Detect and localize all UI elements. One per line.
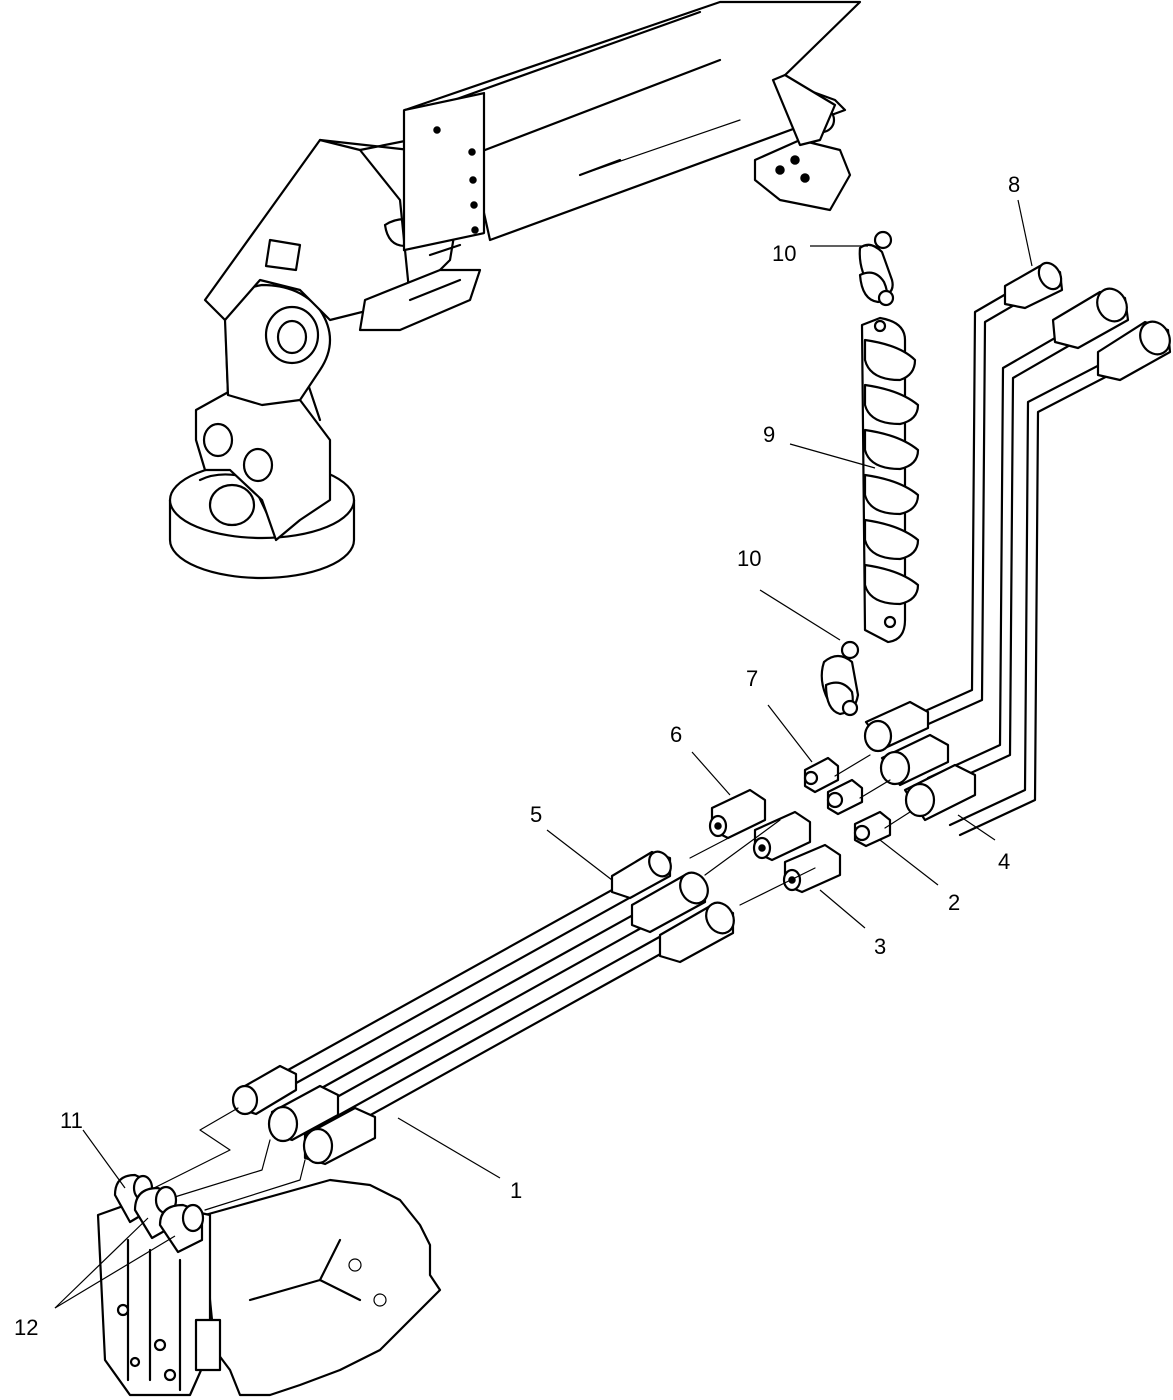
- hose-5-lower-fitting: [231, 1064, 298, 1116]
- hose-b-end-fitting: [1051, 287, 1130, 350]
- hose-mid-lower-fitting: [267, 1084, 340, 1143]
- hose-1-lower-fitting: [302, 1106, 377, 1166]
- hose-low-upper-fitting: [658, 901, 735, 964]
- callout-2: 2: [948, 890, 960, 915]
- hose-mid-upper-fitting: [630, 871, 709, 934]
- callout-1: 1: [510, 1178, 522, 1203]
- callout-8: 8: [1008, 172, 1020, 197]
- coupling-6a: [708, 788, 767, 840]
- hose-c-lower-fitting: [903, 763, 977, 822]
- callout-6: 6: [670, 722, 682, 747]
- spiral-hose-guard: [860, 316, 920, 644]
- hose-end-fittings-upper: [863, 261, 1172, 822]
- hose-5-upper-fitting: [610, 850, 672, 900]
- boom-link-arm: [358, 243, 482, 332]
- hose-8-lower-fitting: [863, 700, 930, 753]
- hose-end-fittings-lower: [231, 850, 735, 1166]
- adapter-2: [853, 810, 892, 848]
- callout-9: 9: [763, 422, 775, 447]
- alignment-guide-lines: [129, 754, 911, 1211]
- hose-8-end-fitting: [1003, 261, 1064, 310]
- elbow-fitting-12b: [158, 1203, 205, 1254]
- coupling-3: [782, 843, 842, 894]
- boom-end-bracket: [753, 73, 852, 212]
- callout-3: 3: [874, 934, 886, 959]
- control-valve-block: [203, 1178, 442, 1397]
- adapter-7a: [803, 756, 840, 794]
- callout-5: 5: [530, 802, 542, 827]
- callout-7: 7: [746, 666, 758, 691]
- shackle-top: [858, 230, 895, 307]
- leader-lines: [54, 199, 1033, 1309]
- callout-10-top: 10: [772, 241, 796, 266]
- hose-c-end-fitting: [1096, 320, 1172, 382]
- crane-boom-tube: [402, 0, 862, 252]
- callout-4: 4: [998, 849, 1010, 874]
- coupling-6b: [752, 810, 812, 862]
- callout-10-bottom: 10: [737, 546, 761, 571]
- callout-11: 11: [60, 1108, 83, 1133]
- shackle-bottom: [820, 640, 860, 717]
- hose-b-lower-fitting: [879, 733, 950, 787]
- lower-hose-set: [268, 878, 702, 1134]
- callout-labels: 1 2 3 4 5 6 7 8 9 10 10 11 12: [14, 172, 1020, 1340]
- crane-boom-assembly: [168, 0, 862, 580]
- callout-12: 12: [14, 1315, 38, 1340]
- adapter-7b: [826, 778, 864, 816]
- adapters: [708, 756, 892, 894]
